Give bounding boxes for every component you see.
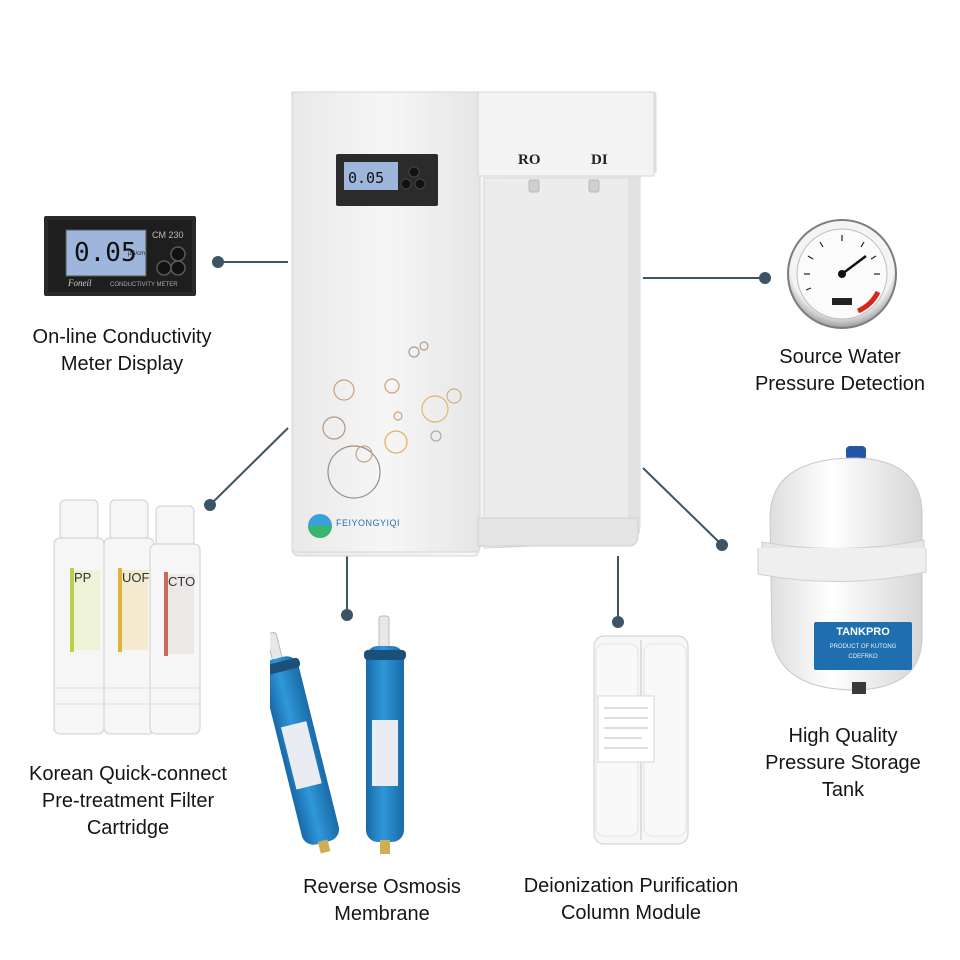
meter-footer: CONDUCTIVITY METER — [110, 282, 178, 288]
unit-brand-text: FEIYONGYIQI — [336, 518, 401, 528]
caption-filters-line1: Korean Quick-connect — [29, 763, 227, 785]
outlet-ro-label: RO — [518, 152, 541, 168]
filter-cartridges-icon: PP UOF CTO — [52, 498, 202, 738]
caption-meter: On-line Conductivity Meter Display — [2, 324, 242, 378]
conductivity-meter-icon: 0.05 CM 230 µS/cm Foneil CONDUCTIVITY ME… — [44, 216, 196, 296]
tank-badge-sub2: CDEFRKO — [848, 654, 878, 660]
caption-tank-line2: Pressure Storage — [765, 752, 921, 774]
connector-tank — [642, 467, 723, 546]
tank-badge-title: TANKPRO — [836, 626, 890, 638]
connector-dot-meter — [212, 256, 224, 268]
caption-column-line2: Column Module — [560, 902, 702, 924]
ro-membrane-icon — [270, 612, 430, 862]
connector-dot-tank — [716, 539, 728, 551]
caption-meter-line1: On-line Conductivity — [32, 326, 212, 348]
water-purifier-unit: RO DI 0.05 FEIYONGYIQI — [288, 90, 658, 560]
caption-gauge: Source Water Pressure Detection — [730, 344, 950, 398]
pressure-tank-icon: TANKPRO PRODUCT OF KUTONG CDEFRKO — [752, 444, 928, 700]
connector-dot-column — [612, 616, 624, 628]
filter-label-pp: PP — [74, 570, 92, 585]
meter-unit: µS/cm — [128, 251, 146, 257]
deionization-column-icon — [592, 634, 690, 846]
filter-label-cto: CTO — [168, 574, 196, 589]
caption-tank-line3: Tank — [821, 779, 865, 801]
meter-reading: 0.05 — [74, 238, 137, 268]
tank-badge: TANKPRO PRODUCT OF KUTONG CDEFRKO — [814, 622, 912, 670]
caption-gauge-line2: Pressure Detection — [754, 373, 926, 395]
filter-label-uof: UOF — [122, 570, 150, 585]
unit-display-reading: 0.05 — [348, 169, 385, 187]
caption-filters: Korean Quick-connect Pre-treatment Filte… — [4, 761, 252, 842]
connector-dot-gauge — [759, 272, 771, 284]
caption-membrane-line1: Reverse Osmosis — [303, 876, 461, 898]
caption-filters-line2: Pre-treatment Filter — [41, 790, 215, 812]
pressure-gauge-icon — [786, 218, 898, 330]
meter-model: CM 230 — [152, 230, 184, 240]
caption-filters-line3: Cartridge — [86, 817, 170, 839]
outlet-di-label: DI — [591, 152, 608, 168]
caption-meter-line2: Meter Display — [60, 353, 184, 375]
caption-tank: High Quality Pressure Storage Tank — [733, 723, 953, 804]
meter-brand: Foneil — [68, 278, 92, 288]
connector-filters — [209, 427, 289, 506]
caption-membrane: Reverse Osmosis Membrane — [272, 874, 492, 928]
connector-dot-filters — [204, 499, 216, 511]
caption-membrane-line2: Membrane — [334, 903, 430, 925]
caption-column: Deionization Purification Column Module — [496, 873, 766, 927]
caption-gauge-line1: Source Water — [779, 346, 901, 368]
caption-column-line1: Deionization Purification — [523, 875, 739, 897]
caption-tank-line1: High Quality — [788, 725, 898, 747]
connector-dot-membrane — [341, 609, 353, 621]
tank-badge-sub1: PRODUCT OF KUTONG — [829, 644, 897, 650]
